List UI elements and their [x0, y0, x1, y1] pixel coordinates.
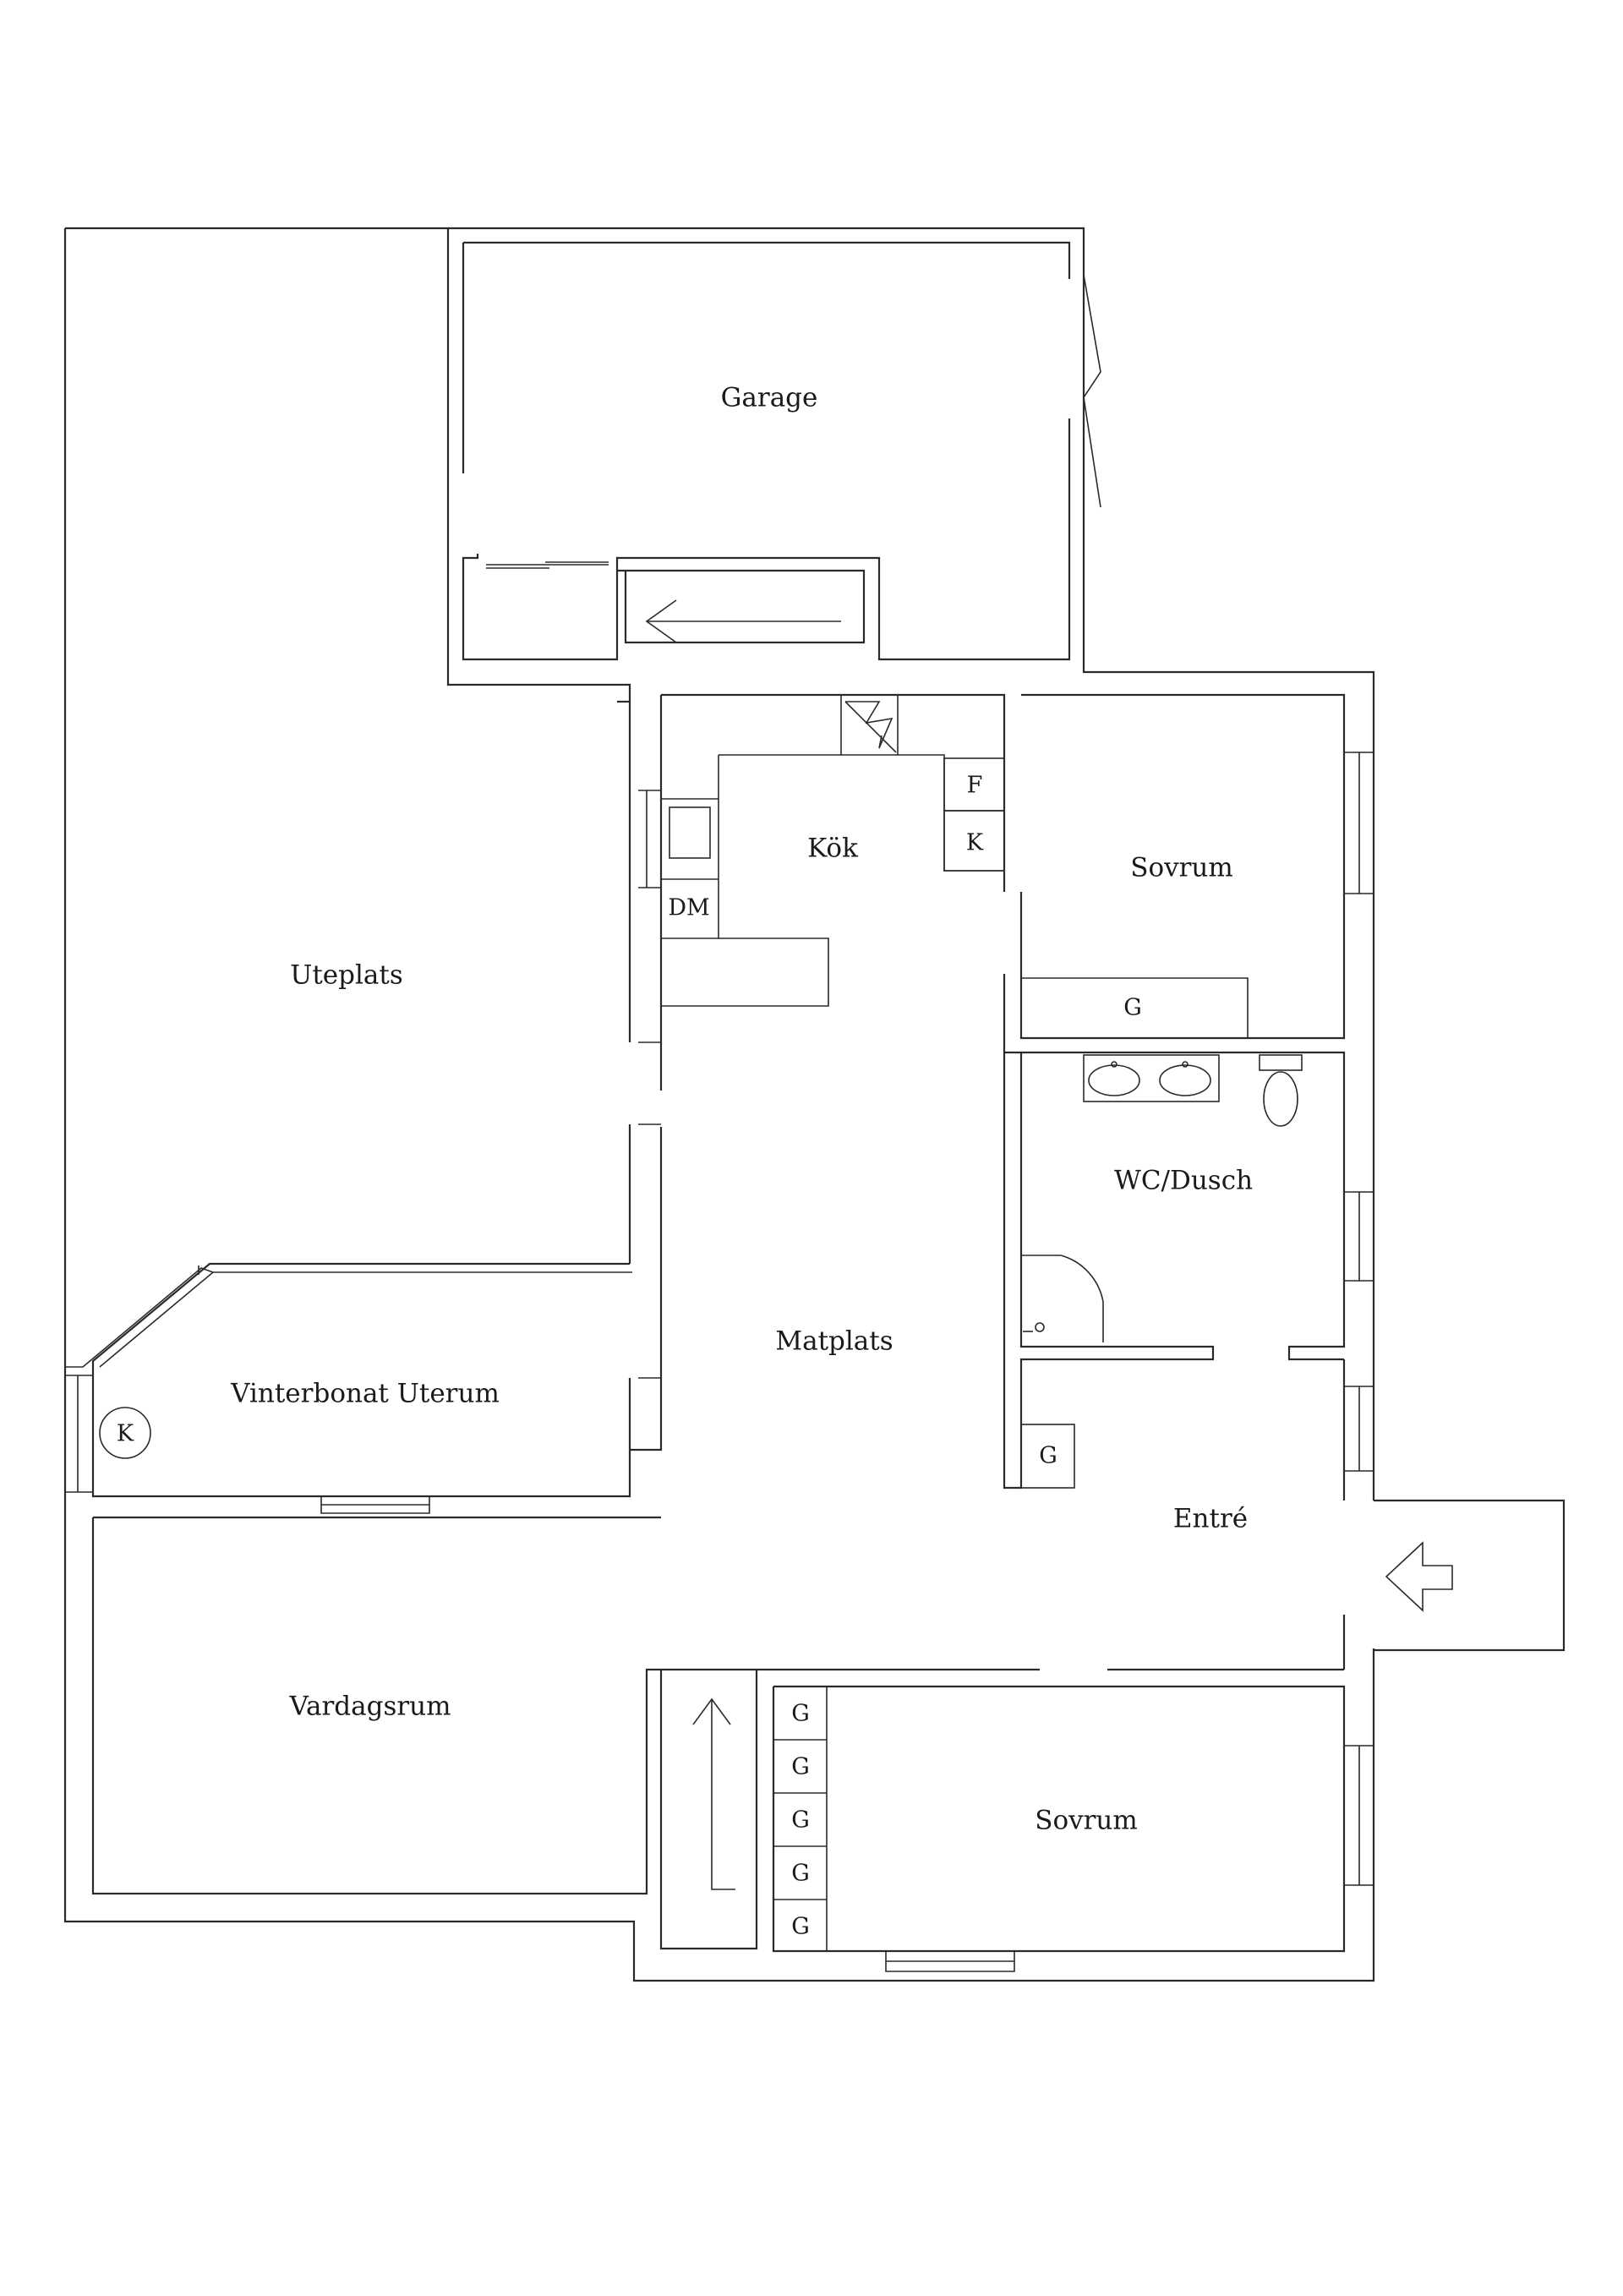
room-label-wc-dusch: WC/Dusch: [1114, 1166, 1253, 1196]
room-label-sovrum-2: Sovrum: [1035, 1806, 1138, 1836]
room-label-kok: Kök: [807, 834, 858, 864]
sink-icon: [1083, 1054, 1220, 1102]
fixture-label-wardrobe-sovrum-2: G: [791, 1861, 810, 1887]
fixture-label-wardrobe-sovrum-2: G: [791, 1807, 810, 1834]
entre-room: [1020, 1359, 1566, 1670]
room-label-entre: Entré: [1173, 1504, 1248, 1534]
fixture-label-wardrobe-sovrum-2: G: [791, 1701, 810, 1727]
fixture-label-dishwasher: DM: [668, 895, 709, 921]
left-arrow-icon: [645, 599, 841, 643]
fixture-label-freezer: K: [966, 830, 984, 856]
uterum-room: [65, 1262, 632, 1514]
room-label-sovrum-1: Sovrum: [1130, 853, 1233, 883]
shower-icon: [1021, 1255, 1104, 1342]
room-label-uteplats: Uteplats: [290, 960, 403, 991]
fixture-label-wardrobe-sovrum-1: G: [1123, 995, 1142, 1021]
stove-icon: [845, 701, 893, 749]
up-arrow-icon: [692, 1697, 735, 1890]
entrance-arrow-icon: [1385, 1541, 1453, 1612]
outer-boundary: [63, 227, 1375, 1982]
fixture-label-wardrobe-entre: G: [1039, 1443, 1057, 1469]
room-label-vardagsrum: Vardagsrum: [288, 1692, 451, 1722]
room-label-vinterbonat-uterum: Vinterbonat Uterum: [230, 1379, 500, 1409]
kitchen-room: [638, 693, 1006, 1042]
fixture-label-fridge: F: [967, 773, 983, 799]
sovrum-1-room: [1003, 693, 1374, 1490]
fixture-label-wardrobe-sovrum-2: G: [791, 1754, 810, 1780]
garage-door: [1083, 274, 1101, 508]
vardagsrum-room: [91, 1516, 1344, 1950]
room-label-garage: Garage: [721, 383, 818, 413]
fixture-label-wardrobe-sovrum-2: G: [791, 1914, 810, 1940]
toilet-icon: [1259, 1054, 1303, 1127]
room-label-matplats: Matplats: [775, 1326, 893, 1357]
garage-room: [462, 241, 1101, 661]
wc-dusch-room: [1021, 1051, 1374, 1361]
fireplace-icon: [99, 1407, 151, 1459]
uteplats-walls: [628, 702, 663, 1451]
sovrum-2-room: [772, 1685, 1374, 1972]
fixture-label-fireplace: K: [117, 1421, 134, 1447]
